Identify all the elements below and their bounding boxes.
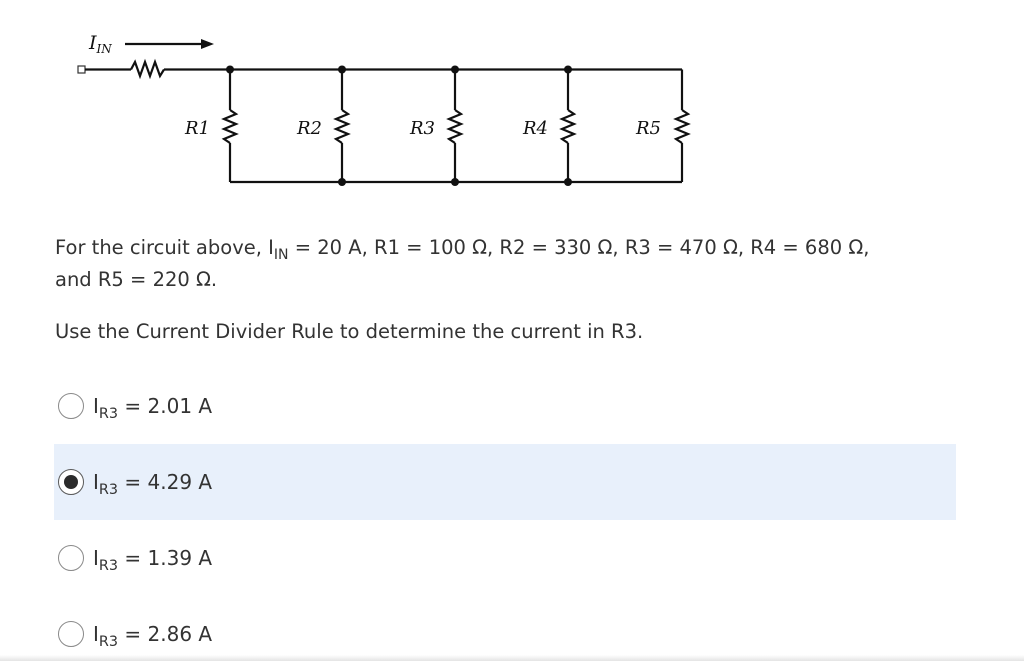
input-terminal bbox=[77, 65, 86, 74]
circuit-diagram: IIN bbox=[77, 32, 691, 186]
answer-option[interactable]: IR3 = 1.39 A bbox=[54, 520, 956, 596]
resistor-label-r4: R4 bbox=[522, 118, 548, 139]
resistor-label-r1: R1 bbox=[184, 118, 210, 139]
radio-button-checked[interactable] bbox=[58, 469, 84, 495]
question-instruction: Use the Current Divider Rule to determin… bbox=[55, 320, 644, 343]
resistor-label-r5: R5 bbox=[635, 118, 661, 139]
answer-option[interactable]: IR3 = 2.01 A bbox=[54, 368, 956, 444]
answer-option-label: IR3 = 2.86 A bbox=[93, 622, 213, 651]
bottom-edge-shadow bbox=[0, 655, 1024, 661]
answer-option-selected[interactable]: IR3 = 4.29 A bbox=[54, 444, 956, 520]
answer-option-label: IR3 = 4.29 A bbox=[93, 470, 213, 499]
question-text: For the circuit above, IIN = 20 A, R1 = … bbox=[55, 232, 975, 348]
resistor-label-r3: R3 bbox=[409, 118, 435, 139]
current-arrow bbox=[125, 39, 214, 49]
answer-option-label: IR3 = 1.39 A bbox=[93, 546, 213, 575]
radio-button[interactable] bbox=[58, 621, 84, 647]
radio-button[interactable] bbox=[58, 545, 84, 571]
answer-options: IR3 = 2.01 A IR3 = 4.29 A IR3 = 1.39 A I… bbox=[54, 368, 956, 661]
current-label: IIN bbox=[88, 32, 112, 56]
answer-option[interactable]: IR3 = 2.86 A bbox=[54, 596, 956, 661]
resistor-label-r2: R2 bbox=[296, 118, 322, 139]
radio-button[interactable] bbox=[58, 393, 84, 419]
answer-option-label: IR3 = 2.01 A bbox=[93, 394, 213, 423]
question-given-values: For the circuit above, IIN = 20 A, R1 = … bbox=[55, 236, 870, 291]
